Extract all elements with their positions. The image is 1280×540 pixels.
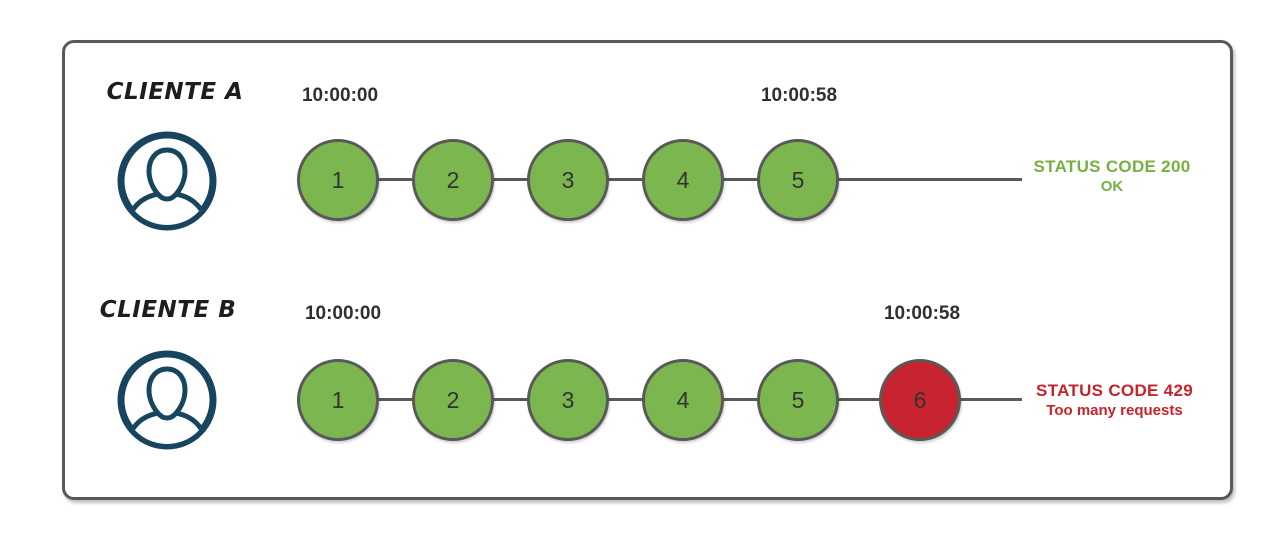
request-node: 1	[297, 359, 379, 441]
client-a-label: CLIENTE A	[106, 79, 244, 105]
client-a-end-timestamp: 10:00:58	[760, 85, 838, 106]
request-number: 2	[446, 166, 460, 193]
status-code-text: STATUS CODE 200	[1033, 157, 1191, 176]
request-number: 1	[331, 386, 345, 413]
request-node: 2	[412, 139, 494, 221]
request-number: 2	[446, 386, 460, 413]
request-number: 6	[913, 386, 927, 413]
client-a-start-timestamp: 10:00:00	[301, 85, 379, 106]
status-code-text: STATUS CODE 429	[1036, 381, 1193, 400]
request-node: 1	[297, 139, 379, 221]
request-number: 5	[791, 386, 805, 413]
request-node: 3	[527, 359, 609, 441]
client-b-start-timestamp: 10:00:00	[304, 303, 382, 324]
client-b-label: CLIENTE B	[99, 297, 237, 323]
request-node: 5	[757, 359, 839, 441]
request-number: 1	[331, 166, 345, 193]
request-number: 4	[676, 386, 690, 413]
status-detail-text: Too many requests	[1046, 402, 1183, 419]
request-node: 2	[412, 359, 494, 441]
request-node: 3	[527, 139, 609, 221]
request-node: 5	[757, 139, 839, 221]
request-number: 5	[791, 166, 805, 193]
diagram-frame	[62, 40, 1233, 500]
request-node-rate-limited: 6	[879, 359, 961, 441]
user-avatar-icon	[117, 350, 217, 450]
request-number: 3	[561, 386, 575, 413]
request-node: 4	[642, 359, 724, 441]
client-b-status: STATUS CODE 429 Too many requests	[1022, 380, 1207, 421]
status-detail-text: OK	[1100, 178, 1124, 195]
request-number: 3	[561, 166, 575, 193]
request-node: 4	[642, 139, 724, 221]
user-avatar-icon	[117, 131, 217, 231]
client-a-status: STATUS CODE 200 OK	[1028, 156, 1196, 197]
request-number: 4	[676, 166, 690, 193]
client-b-end-timestamp: 10:00:58	[883, 303, 961, 324]
